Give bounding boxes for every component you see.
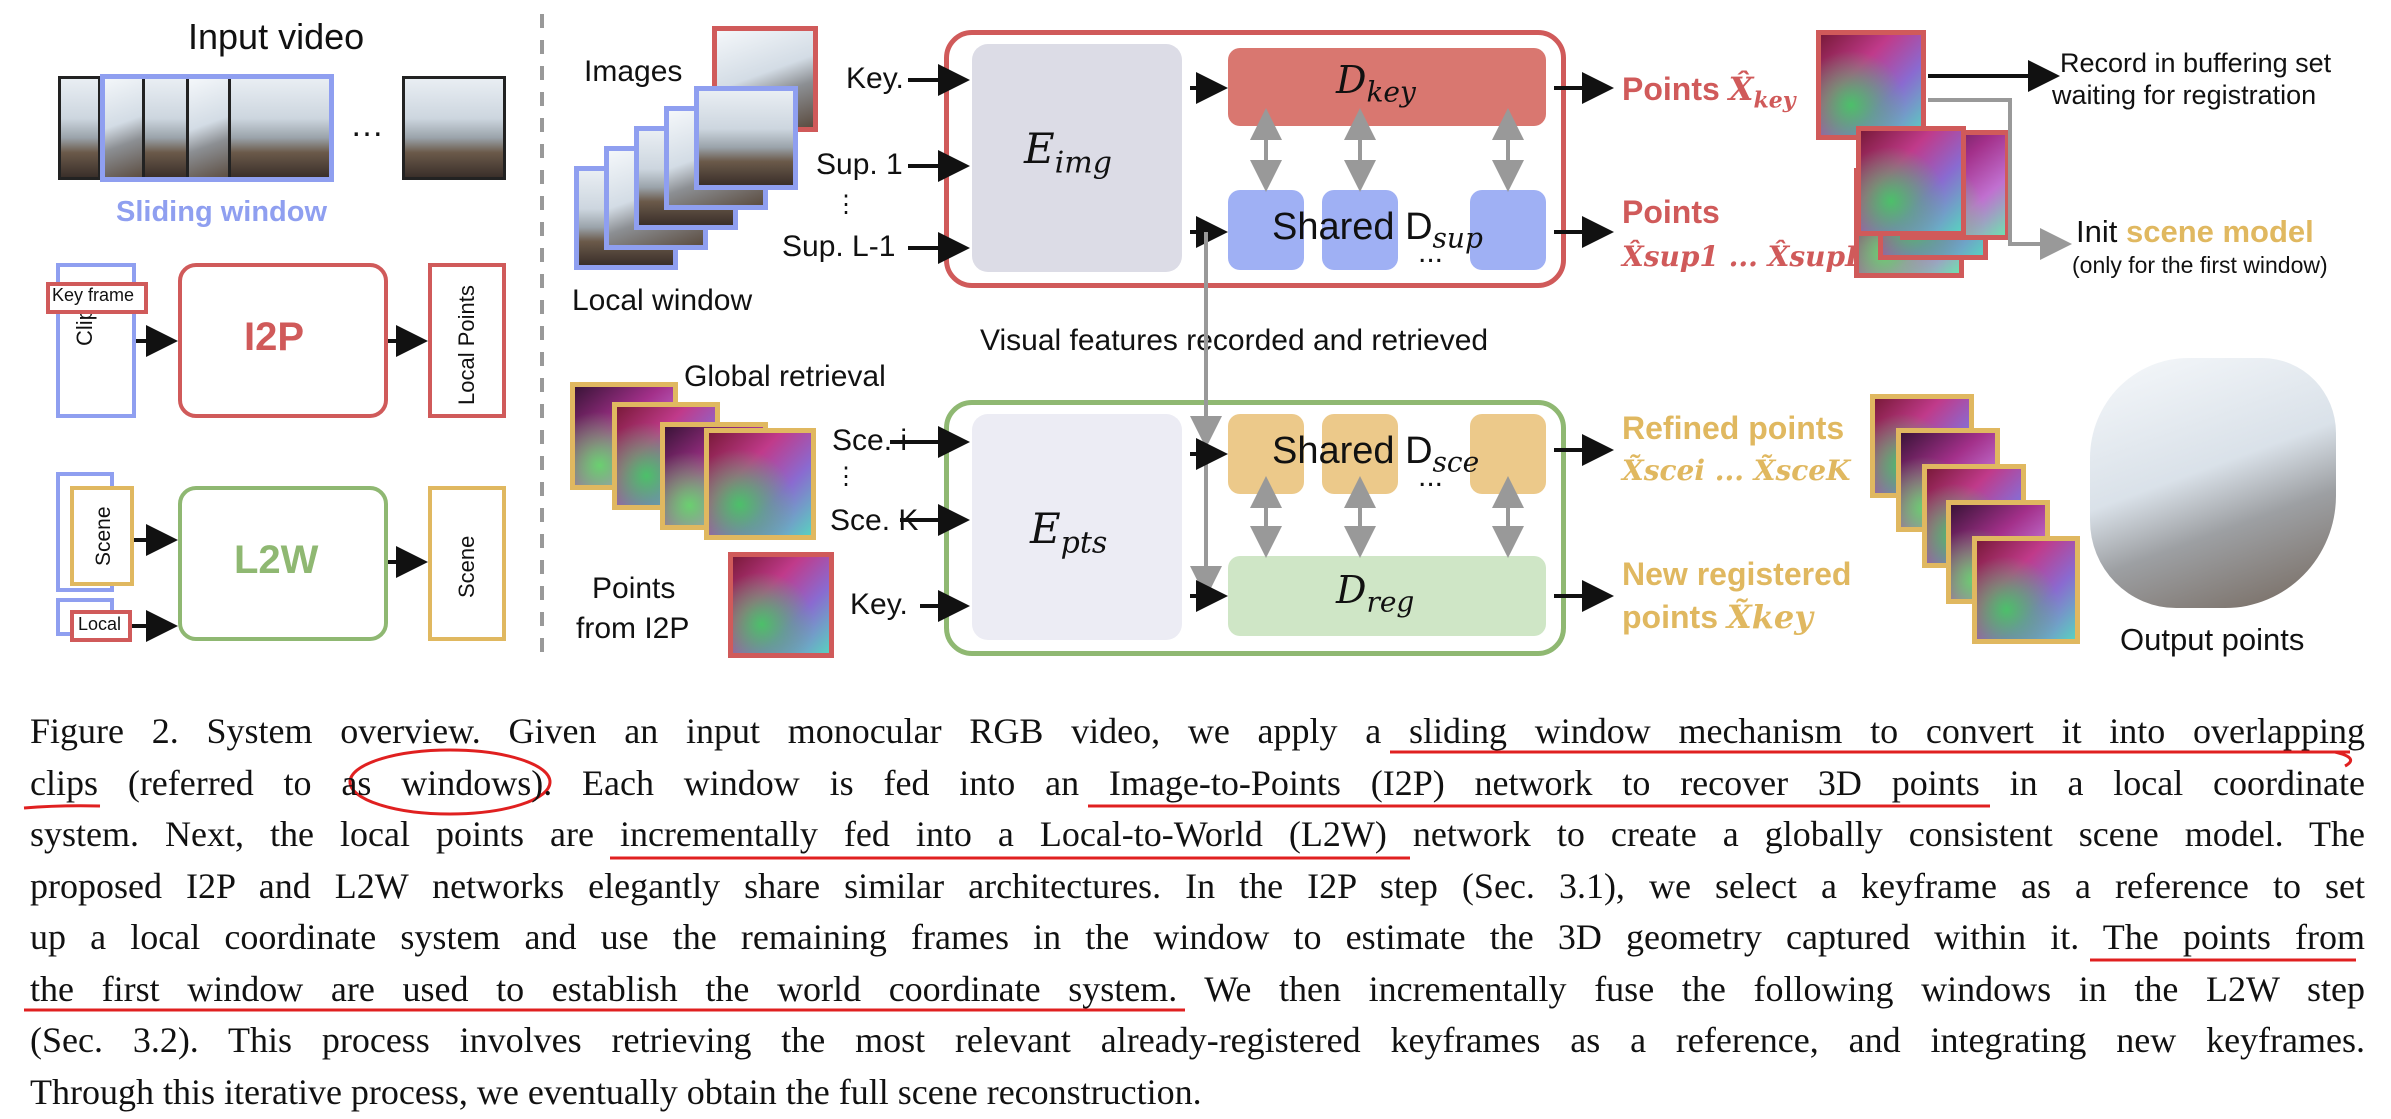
- sup-pointmap-thumb: [1856, 126, 1966, 236]
- d-sce-block: [1470, 414, 1546, 494]
- d-key-label: Dkey: [1336, 58, 1416, 109]
- e-pts-label: Epts: [1030, 504, 1107, 560]
- d-sup-block: [1470, 190, 1546, 270]
- e-img-letter: E: [1024, 124, 1055, 173]
- scene-model-text: scene model: [2125, 214, 2314, 249]
- l2w-label: L2W: [234, 538, 319, 582]
- scene-output-label: Scene: [454, 535, 479, 598]
- shared-dsce-sub: sce: [1432, 445, 1480, 479]
- local-points-label: Local Points: [454, 285, 479, 405]
- e-pts-letter: E: [1030, 504, 1061, 553]
- sce-k-label: Sce. K: [830, 504, 919, 537]
- output-point-cloud: [2090, 358, 2336, 608]
- new-points-math: X̃key: [1726, 598, 1813, 636]
- local-input-label: Local: [78, 614, 122, 634]
- e-pts-sub: pts: [1060, 525, 1108, 561]
- sup1-input-label: Sup. 1: [816, 148, 903, 182]
- shared-dsup-sub: sup: [1432, 221, 1483, 255]
- key-input-label: Key.: [846, 62, 904, 95]
- scene-input-box: [70, 486, 134, 586]
- sup1-text: Sup. 1: [816, 148, 903, 181]
- shared-dsce-label: Shared Dsce: [1272, 430, 1479, 479]
- local-input-box: [70, 610, 132, 642]
- local-points-box: [428, 263, 506, 418]
- i2p-pointmap-thumb: [728, 552, 834, 658]
- new-registered-label: New registered: [1622, 556, 1852, 592]
- supL-input-label: Sup. L-1: [782, 230, 896, 263]
- d-reg-label: Dreg: [1336, 568, 1414, 619]
- d-sup-block: [1228, 190, 1304, 270]
- d-reg-sub: reg: [1366, 585, 1415, 619]
- i2p-box: [178, 263, 388, 418]
- refined-points-label: Refined points: [1622, 410, 1845, 446]
- scene-output-box: [428, 486, 506, 641]
- key-frame-tag: [46, 282, 148, 314]
- caption-line: Through this iterative process, we event…: [30, 1071, 1202, 1112]
- init-text: Init: [2076, 214, 2126, 249]
- refined-pointmap-thumb: [1972, 536, 2080, 644]
- key-frame-label: Key frame: [52, 285, 135, 305]
- shared-dsup-text: Shared D: [1272, 206, 1433, 248]
- points-from-label: Points: [592, 572, 676, 605]
- record-label: Record in buffering set: [2060, 48, 2332, 78]
- sliding-window-label: Sliding window: [116, 196, 328, 228]
- new-points-text: points: [1622, 599, 1727, 635]
- d-key-letter: D: [1336, 58, 1367, 102]
- sup-vdots: ⋮: [834, 191, 858, 218]
- scene-input-label: Scene: [92, 506, 115, 566]
- caption-line: clips (referred to as windows). Each win…: [30, 762, 2365, 803]
- video-frame: [402, 76, 506, 180]
- shared-dsup-label: Shared Dsup: [1272, 206, 1483, 255]
- global-retrieval-label: Global retrieval: [684, 360, 886, 393]
- e-pts-encoder: [972, 414, 1182, 640]
- d-key-sub: key: [1366, 75, 1416, 109]
- e-img-sub: img: [1054, 145, 1112, 181]
- d-sup-block: [1322, 190, 1398, 270]
- d-sup-dots: ...: [1418, 236, 1444, 269]
- only-first-label: (only for the first window): [2072, 252, 2328, 278]
- d-reg-letter: D: [1336, 568, 1367, 612]
- local-window-thumb: [694, 86, 798, 190]
- new-points-label: points X̃key: [1622, 598, 1813, 636]
- record-label-2: waiting for registration: [2052, 80, 2317, 110]
- images-label: Images: [584, 55, 683, 88]
- key-bottom-label: Key.: [850, 588, 908, 621]
- l2w-box: [178, 486, 388, 641]
- d-reg-decoder: [1228, 556, 1546, 636]
- caption-line: the first window are used to establish t…: [30, 968, 2365, 1009]
- points-sup-label: Points: [1622, 194, 1720, 230]
- refined-points-math: X̃scei ... X̃sceK: [1622, 454, 1851, 487]
- e-img-label: Eimg: [1024, 124, 1112, 180]
- caption-line: system. Next, the local points are incre…: [30, 814, 2365, 854]
- d-sce-dots: ...: [1418, 460, 1444, 493]
- input-video-title: Input video: [188, 16, 365, 57]
- visual-features-label: Visual features recorded and retrieved: [980, 324, 1489, 357]
- init-scene-label: Init scene model: [2076, 214, 2314, 250]
- output-points-label: Output points: [2120, 622, 2305, 657]
- sliding-window-frame: [100, 74, 334, 182]
- points-key-sub: key: [1753, 87, 1796, 114]
- key-pointmap-thumb: [1816, 30, 1926, 140]
- caption-line: Figure 2. System overview. Given an inpu…: [30, 711, 2365, 751]
- caption-line: (Sec. 3.2). This process involves retrie…: [30, 1020, 2365, 1060]
- caption-line: proposed I2P and L2W networks elegantly …: [30, 865, 2365, 906]
- points-key-math: X̂: [1728, 70, 1754, 108]
- scene-pointmap-thumb: [704, 428, 816, 540]
- points-key-text: Points: [1622, 71, 1720, 107]
- sce-i-label: Sce. i: [832, 424, 908, 457]
- e-img-encoder: [972, 44, 1182, 272]
- sce-vdots: ⋮: [834, 463, 858, 490]
- figure-caption: Figure 2. System overview. Given an inpu…: [30, 706, 2365, 1118]
- video-ellipsis: …: [350, 106, 384, 144]
- video-frame: [98, 76, 148, 180]
- caption-line: up a local coordinate system and use the…: [30, 917, 2365, 957]
- shared-dsce-text: Shared D: [1272, 430, 1433, 472]
- points-key-label: Points X̂key: [1622, 70, 1796, 113]
- i2p-label: I2P: [244, 315, 305, 359]
- from-i2p-label: from I2P: [576, 612, 690, 645]
- local-window-label: Local window: [572, 284, 753, 317]
